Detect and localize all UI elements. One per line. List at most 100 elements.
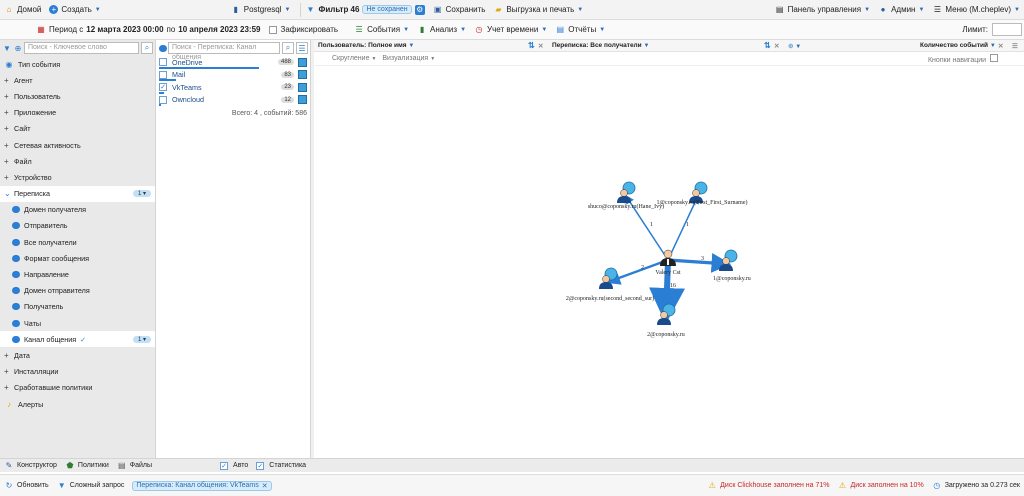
count-badge[interactable]: 1 ▾ (132, 190, 151, 198)
events-menu[interactable]: ☰События▼ (355, 25, 410, 34)
values-search-input[interactable]: Поиск - Переписка: Канал общения (168, 42, 280, 61)
tree-item[interactable]: Отправитель (0, 218, 155, 234)
expand-icon[interactable]: + (4, 140, 9, 150)
limit-input[interactable] (992, 23, 1022, 36)
tree-item[interactable]: Чаты (0, 315, 155, 331)
table-icon[interactable] (298, 57, 307, 67)
expand-icon[interactable]: + (4, 91, 9, 101)
tab-constructor[interactable]: ✎Конструктор (5, 461, 57, 470)
tree-item[interactable]: +Приложение (0, 105, 155, 121)
tree-item[interactable]: Получатель (0, 299, 155, 315)
export-button[interactable]: ▰Выгрузка и печать▼ (495, 5, 584, 14)
admin-button[interactable]: ●Админ▼ (874, 0, 928, 20)
panel-splitter[interactable] (311, 40, 314, 458)
tree-item[interactable]: +Сайт (0, 121, 155, 137)
create-button[interactable]: +Создать▼ (45, 0, 104, 20)
add-column-icon[interactable]: ⊕ ▼ (788, 42, 802, 50)
count-badge[interactable]: 1 ▾ (132, 335, 151, 343)
expand-icon[interactable]: + (4, 124, 9, 134)
tree-item[interactable]: Направление (0, 266, 155, 282)
expand-icon[interactable]: + (4, 383, 9, 393)
column-user-header[interactable]: Пользователь: Полное имя ▼ (318, 42, 415, 49)
tree-item[interactable]: Все получатели (0, 234, 155, 250)
checkbox[interactable] (990, 53, 998, 62)
filter-icon[interactable]: ▼ (3, 43, 11, 53)
graph-node[interactable] (657, 303, 676, 325)
sort-icon[interactable]: ⇅ (764, 41, 771, 50)
complex-query-button[interactable]: ▼Сложный запрос (57, 481, 125, 490)
checkbox[interactable] (159, 95, 167, 104)
tree-search-input[interactable]: Поиск - Ключевое слово (24, 42, 139, 54)
expand-icon[interactable]: + (4, 172, 9, 182)
tree-item[interactable]: ◉Тип события (0, 56, 155, 72)
gear-icon[interactable]: ⚙ (414, 4, 425, 15)
tree-item[interactable]: +Сетевая активность (0, 137, 155, 153)
navigation-buttons-toggle[interactable]: Кнопки навигации (928, 53, 998, 64)
table-icon[interactable] (298, 95, 307, 105)
close-icon[interactable]: ✕ (538, 42, 544, 50)
auto-checkbox[interactable]: ✓Авто (220, 461, 249, 470)
fix-period-checkbox[interactable]: Зафиксировать (265, 20, 343, 40)
checkbox[interactable] (159, 58, 167, 67)
expand-icon[interactable]: + (4, 350, 9, 360)
graph-node[interactable] (617, 181, 636, 203)
close-icon[interactable]: ✕ (261, 482, 268, 490)
graph-node[interactable] (660, 249, 676, 266)
close-icon[interactable]: ✕ (774, 42, 780, 50)
search-button[interactable]: ⌕ (282, 42, 294, 54)
table-icon[interactable] (298, 70, 307, 80)
graph-node[interactable] (719, 249, 738, 271)
graph-node[interactable] (599, 267, 618, 289)
graph-edge[interactable] (667, 194, 699, 261)
list-view-button[interactable]: ☰ (296, 42, 308, 54)
time-tracking-menu[interactable]: ◷Учет времени▼ (475, 25, 548, 34)
active-filter-chip[interactable]: Переписка: Канал общения: VkTeams✕ (128, 476, 275, 496)
tree-item[interactable]: +Файл (0, 153, 155, 169)
table-icon[interactable] (298, 82, 307, 92)
tree-item[interactable]: +Дата (0, 347, 155, 363)
tree-item[interactable]: +Пользователь (0, 88, 155, 104)
reports-menu[interactable]: ▤Отчёты▼ (556, 25, 606, 34)
tree-item[interactable]: Формат сообщения (0, 250, 155, 266)
graph-edge[interactable] (625, 194, 669, 261)
save-button[interactable]: ▣Сохранить (433, 5, 486, 14)
visualization-menu[interactable]: Визуализация ▼ (382, 55, 436, 62)
chevron-down-icon[interactable]: ⌄ (4, 189, 11, 199)
close-icon[interactable]: ✕ (998, 42, 1004, 50)
expand-icon[interactable]: + (4, 75, 9, 85)
fold-menu[interactable]: Скругление ▼ (332, 55, 377, 62)
tree-item[interactable]: +Инсталляции (0, 364, 155, 380)
expand-icon[interactable]: + (4, 108, 9, 118)
checkbox[interactable]: ✓ (159, 83, 167, 92)
tree-item[interactable]: Канал общения✓1 ▾ (0, 331, 155, 348)
column-count-header[interactable]: Количество событий ▼ (920, 42, 996, 49)
checkbox[interactable]: ✓ (256, 461, 265, 470)
checkbox[interactable]: ✓ (220, 461, 229, 470)
sort-icon[interactable]: ⇅ (528, 41, 535, 50)
analysis-menu[interactable]: ▮Анализ▼ (413, 20, 470, 40)
tree-item[interactable]: +Устройство (0, 169, 155, 185)
checkbox[interactable] (159, 70, 167, 79)
stats-checkbox[interactable]: ✓Статистика (256, 461, 307, 470)
tree-item[interactable]: Домен отправителя (0, 283, 155, 299)
graph-node[interactable] (689, 181, 708, 203)
search-icon[interactable]: ⊕ (14, 43, 22, 53)
home-button[interactable]: ⌂Домой (0, 0, 45, 20)
expand-icon[interactable]: + (4, 156, 9, 166)
tree-item[interactable]: ♪Алерты (0, 396, 155, 412)
user-menu-button[interactable]: ☰Меню (M.cheplev)▼ (933, 5, 1020, 14)
tree-item[interactable]: +Агент (0, 72, 155, 88)
tree-item[interactable]: +Сработавшие политики (0, 380, 155, 396)
expand-icon[interactable]: + (4, 367, 9, 377)
graph-edge[interactable] (605, 258, 669, 285)
graph-edge[interactable] (667, 253, 732, 273)
control-panel-button[interactable]: ▤Панель управления▼ (775, 5, 871, 14)
database-selector[interactable]: ▮Postgresql▼ (227, 0, 295, 20)
tree-item[interactable]: Домен получателя (0, 202, 155, 218)
